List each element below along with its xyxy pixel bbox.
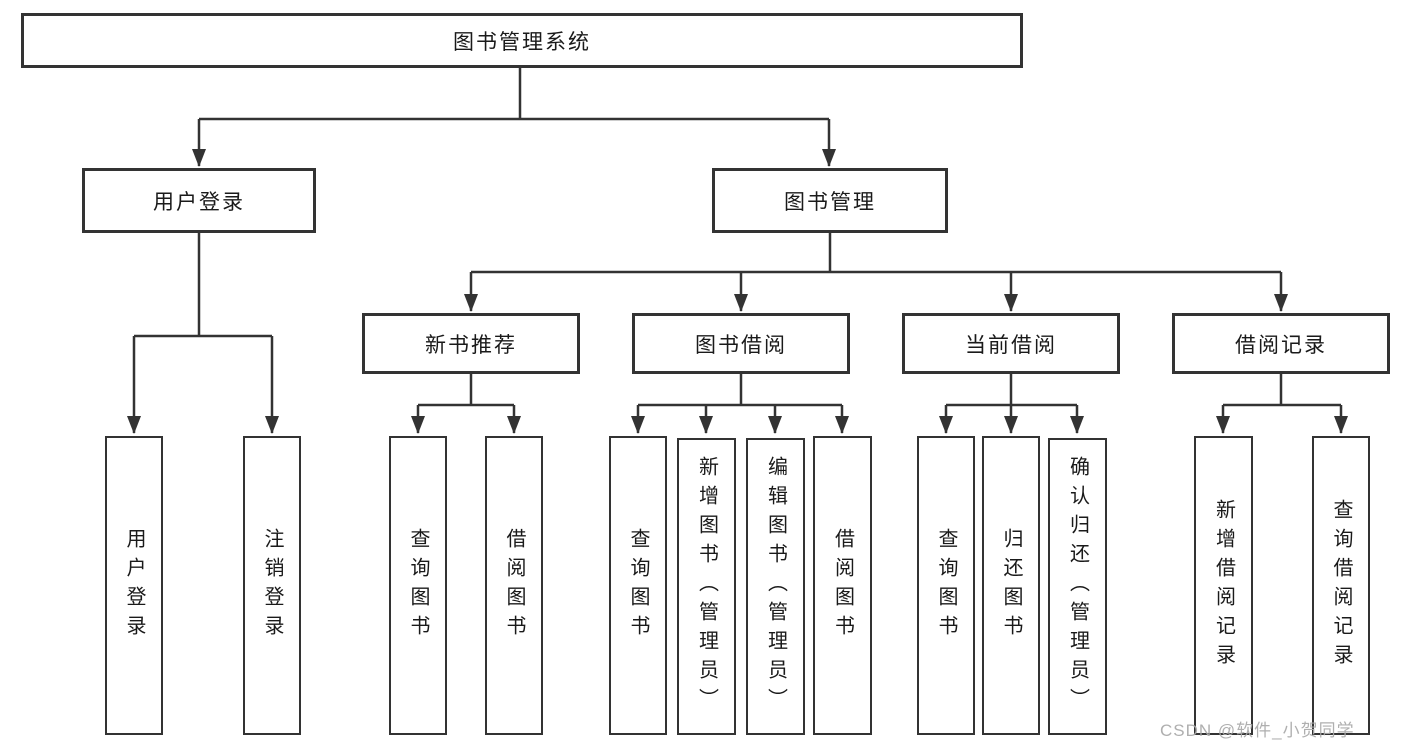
node-label: 编辑图书（管理员） bbox=[764, 456, 787, 717]
node-label: 借阅记录 bbox=[1235, 333, 1327, 357]
node-label: 图书借阅 bbox=[695, 333, 787, 357]
node-user-login: 用户登录 bbox=[105, 436, 163, 735]
node-query-books-current: 查询图书 bbox=[917, 436, 975, 735]
node-library-system: 图书管理系统 bbox=[21, 13, 1023, 68]
node-confirm-return-admin: 确认归还（管理员） bbox=[1048, 438, 1107, 735]
node-query-borrow-record: 查询借阅记录 bbox=[1312, 436, 1370, 735]
csdn-watermark: CSDN @软件_小贺同学 bbox=[1160, 721, 1355, 740]
node-edit-books-admin: 编辑图书（管理员） bbox=[746, 438, 805, 735]
node-label: 借阅图书 bbox=[831, 527, 854, 644]
node-label: 查询图书 bbox=[935, 527, 957, 644]
node-book-management: 图书管理 bbox=[712, 168, 948, 233]
node-label: 新增图书（管理员） bbox=[695, 456, 718, 717]
node-label: 查询借阅记录 bbox=[1330, 498, 1352, 673]
node-label: 用户登录 bbox=[153, 190, 245, 214]
node-label: 归还图书 bbox=[1000, 527, 1022, 644]
node-label: 图书管理系统 bbox=[453, 30, 591, 54]
node-label: 当前借阅 bbox=[965, 333, 1057, 357]
node-user-login-branch: 用户登录 bbox=[82, 168, 316, 233]
node-query-books-borrowing: 查询图书 bbox=[609, 436, 667, 735]
node-label: 查询图书 bbox=[627, 527, 649, 644]
node-borrow-records: 借阅记录 bbox=[1172, 313, 1390, 374]
node-logout-login: 注销登录 bbox=[243, 436, 301, 735]
node-book-borrowing: 图书借阅 bbox=[632, 313, 850, 374]
node-current-borrowing: 当前借阅 bbox=[902, 313, 1120, 374]
node-borrow-books-recommend: 借阅图书 bbox=[485, 436, 543, 735]
node-borrow-books-borrowing: 借阅图书 bbox=[813, 436, 872, 735]
node-label: 图书管理 bbox=[784, 190, 876, 214]
node-label: 注销登录 bbox=[261, 527, 283, 644]
node-new-book-recommend: 新书推荐 bbox=[362, 313, 580, 374]
node-return-books: 归还图书 bbox=[982, 436, 1040, 735]
node-label: 用户登录 bbox=[123, 527, 145, 644]
node-add-books-admin: 新增图书（管理员） bbox=[677, 438, 736, 735]
node-query-books-recommend: 查询图书 bbox=[389, 436, 447, 735]
node-add-borrow-record: 新增借阅记录 bbox=[1194, 436, 1253, 735]
node-label: 借阅图书 bbox=[503, 527, 525, 644]
node-label: 新书推荐 bbox=[425, 333, 517, 357]
node-label: 确认归还（管理员） bbox=[1066, 456, 1089, 717]
node-label: 查询图书 bbox=[407, 527, 429, 644]
node-label: 新增借阅记录 bbox=[1212, 498, 1235, 673]
